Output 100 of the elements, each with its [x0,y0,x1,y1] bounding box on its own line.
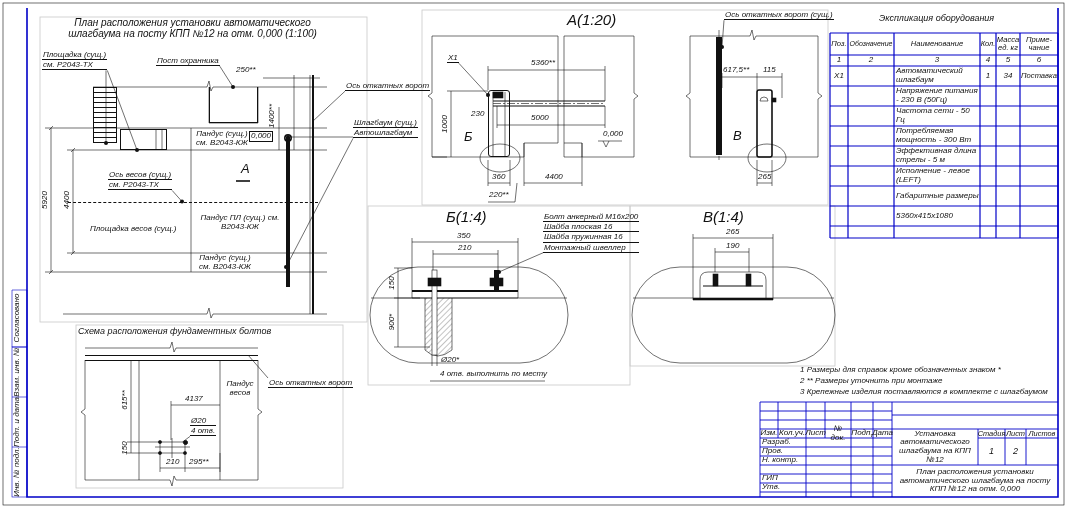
callout-label: см. Р2043-ТХ [42,60,108,71]
callout-label: Площадка (сущ.) [42,50,108,61]
callout-label: Болт анкерный М16х200 [543,212,640,223]
dimension-value: 210 [166,458,180,467]
drawing-title: А(1:20) [567,12,617,29]
table-cell-text: Напряжение питания - 230 В (50Гц) [895,86,979,106]
barrier-arm [286,137,290,287]
callout-label: Автошлагбаум [353,128,418,139]
anchor-bolt [494,270,499,290]
table-cell-text: Габаритные размеры [895,189,980,202]
callout-label: Ось весов (сущ.) [108,170,173,181]
note-text: 2 ** Размеры уточнить при монтаже [800,377,943,386]
dimension-value: 115 [763,66,776,75]
table-cell-text: 3 [933,55,941,66]
section-mark: Б [464,130,473,145]
callout-label: Шайба плоская 16 [543,222,640,233]
table-cell-text: 4 [984,55,992,66]
margin-stamp-text: Взам. инв. № [12,347,22,397]
dimension-value: 220** [489,191,509,200]
gate-rail [85,355,258,361]
title-block-text: ГИП [761,474,779,483]
drawing-title: Б(1:4) [446,209,487,226]
callout-label: Ось откатных ворот [345,81,431,92]
title-block-text: Установка автоматического шлагбаума на КПП №12 [898,429,972,465]
title-block-text: Н. контр. [761,456,800,465]
dimension-value: 4137 [185,395,203,404]
table-cell-text: 6 [1035,55,1043,66]
table-cell-text: Эффективная длина стрелы - 5 м [895,146,978,166]
title-block-text: Утв. [761,483,782,492]
dimension-value: 5920 [40,191,50,209]
section-mark: В [733,129,742,144]
dimension-value: 4400 [545,173,563,182]
margin-stamp-text: Согласовано [12,293,22,343]
title-block-text: Изм. [760,429,778,438]
table-cell-text: Частота сети - 50 Гц [895,106,971,126]
barrier-post [716,37,722,155]
table-cell-text: 5360х415х1080 [895,209,954,222]
callout-label: Ø20 [190,416,217,427]
margin-stamp-text: Инв. № подл. [12,447,22,497]
dimension-value: 900* [387,313,397,331]
dimension-value: 5360** [531,59,556,68]
title-block-text: Разраб. [761,438,792,447]
callout-label: Х1 [447,53,459,64]
callout-label: Ось откатных ворот [268,378,354,389]
margin-stamp-text: Подп. и дата [12,396,22,448]
dimension-value: 4400 [62,191,72,209]
dimension-value: 150 [387,276,397,290]
drawing-title: Экспликация оборудования [879,14,995,24]
dimension-value: 350 [457,232,471,241]
platform-outline [120,129,167,150]
bolt-hole [182,439,188,445]
table-cell-text: 2 [867,55,875,66]
plan-label: Площадка весов (сущ.) [90,225,177,234]
level-mark: 0,000 [603,130,624,139]
dimension-value: 1000 [440,115,450,133]
note-text: 1 Размеры для справок кроме обозначенных знаком * [800,366,1001,375]
drawing-title: В(1:4) [703,209,744,226]
plan-label: Пандус весов [225,380,255,398]
booth-outline [209,87,258,123]
barrier-housing [488,90,510,157]
table-cell-text: Потребляемая мощность - 300 Вт [895,126,973,146]
section-mark: А [241,162,250,177]
dimension-value: 295** [189,458,209,467]
dimension-value: 265 [726,228,740,237]
dimension-value: 150 [120,441,130,455]
title-block-text: Пров. [761,447,785,456]
title-block-text: Лист [806,429,825,438]
title-block-text: План расположения установки автоматического шлагбаума на посту КПП №12 на отм. 0,000 [898,466,1052,496]
dimension-value: 230 [471,110,485,119]
callout-label: 4 отв. [190,426,217,437]
title-block-text: 1 [988,444,995,458]
table-cell-text: 1 [835,55,843,66]
table-cell-text: Х1 [833,69,845,82]
title-block-text: Дата [873,429,892,438]
dimension-value: 360 [492,173,506,182]
callout-label: Пост охранника [156,56,220,67]
leader-line [182,436,191,443]
leader-line [247,354,269,379]
leader-line [311,90,346,123]
table-cell-text: 5 [1004,55,1012,66]
table-cell-text: Исполнение - левое (LEFT) [895,166,972,186]
dimension-value: 615** [120,390,130,410]
table-cell-text: Автоматический шлагбаум [895,66,964,86]
dimension-value: 250** [236,66,256,75]
dimension-value: Ø20* [441,356,460,365]
dimension-value: 5000 [531,114,549,123]
title-block-text: Кол.уч. [778,429,806,438]
dimension-value: 265 [758,173,772,182]
plan-label: Пандус ПЛ (сущ.) см. В2043-КЖ [199,214,281,232]
dimension-value: 4 отв. выполнить по месту [440,370,547,379]
stair-drawing [93,87,117,143]
callout-label: Монтажный швеллер [543,242,640,253]
callout-label: Шайба пружинная 16 [543,232,640,243]
callout-label: см. Р2043-ТХ [108,180,173,191]
callout-label: Шлагбаум (сущ.) [353,118,418,129]
note-text: 3 Крепежные изделия поставляются в комплекте с шлагбаумом [800,388,1048,397]
table-cell-text: 1 [984,69,992,82]
dimension-value: 190 [726,242,740,251]
plan-label: Пандус (сущ.) см. В2043-КЖ [198,254,252,272]
dimension-value: 1400** [267,104,277,128]
